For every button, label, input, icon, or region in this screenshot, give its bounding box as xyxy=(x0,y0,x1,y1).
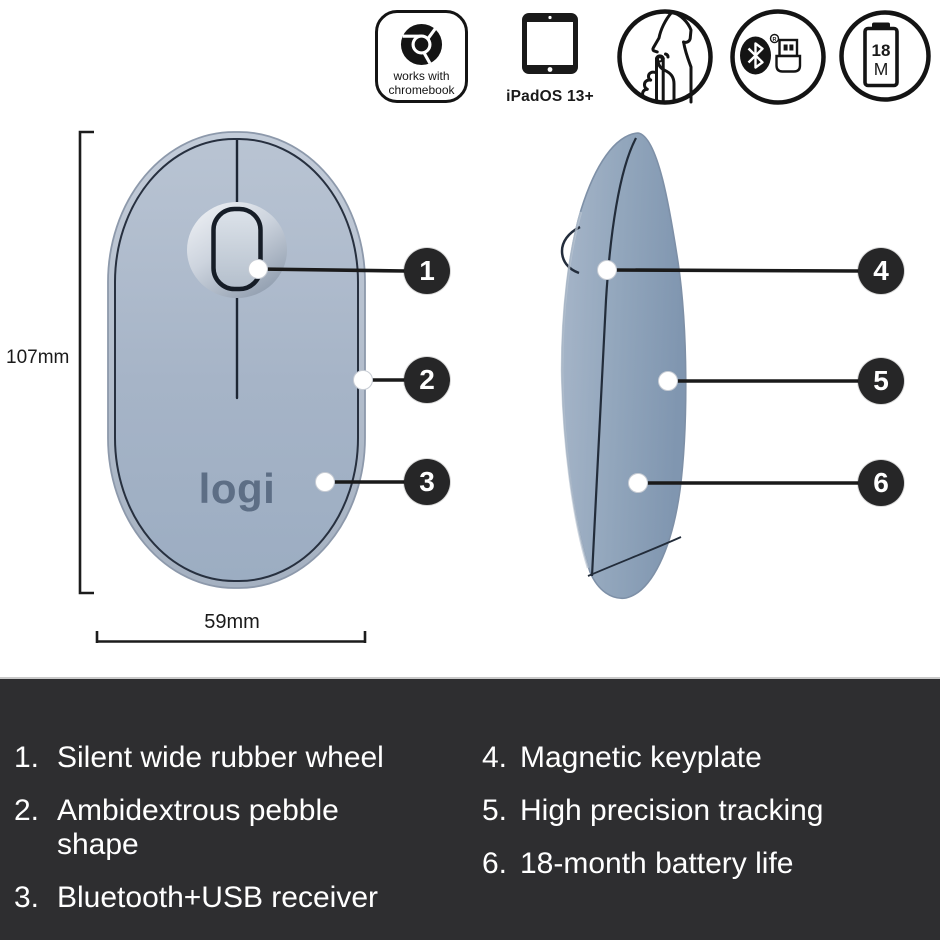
keyplate-seam xyxy=(590,137,637,577)
width-dimension-label: 59mm xyxy=(204,611,260,633)
ipados-badge: iPadOS 13+ xyxy=(504,12,596,106)
mouse-side-view xyxy=(560,132,687,600)
feature-list-right: 4. Magnetic keyplate 5. High precision t… xyxy=(482,741,922,900)
feature-4: 4. Magnetic keyplate xyxy=(482,741,922,775)
feature-6: 6. 18-month battery life xyxy=(482,847,922,881)
mouse-illustration: logi xyxy=(78,130,861,643)
feature-2-number: 2. xyxy=(14,794,40,827)
callout-1-badge: 1 xyxy=(404,248,450,294)
mouse-front-view: logi xyxy=(107,131,366,589)
side-edge-highlight xyxy=(560,211,590,569)
feature-1: 1. Silent wide rubber wheel xyxy=(14,741,454,775)
finger-on-lips-icon xyxy=(641,10,693,104)
feature-list-left: 1. Silent wide rubber wheel 2. Ambidextr… xyxy=(14,741,454,934)
battery-months-label: 18 xyxy=(872,41,891,60)
callout-2-badge: 2 xyxy=(404,357,450,403)
battery-unit-label: M xyxy=(874,59,889,79)
callout-3-badge: 3 xyxy=(404,459,450,505)
callout-dots xyxy=(248,259,678,493)
chrome-logo-icon xyxy=(400,23,443,66)
feature-3: 3. Bluetooth+USB receiver xyxy=(14,881,454,915)
battery-icon xyxy=(863,22,899,88)
feature-5-number: 5. xyxy=(482,794,508,827)
silent-clicking-badge xyxy=(617,9,713,105)
feature-5-text: High precision tracking xyxy=(520,794,824,827)
bluetooth-and-usb-receiver-icon: R xyxy=(740,33,802,75)
bluetooth-usb-badge: R xyxy=(730,9,826,105)
base-seam xyxy=(587,536,682,577)
chromebook-badge-line1: works with xyxy=(393,69,450,83)
battery-badge: 18 M xyxy=(839,10,931,102)
feature-1-number: 1. xyxy=(14,741,40,774)
feature-3-text: Bluetooth+USB receiver xyxy=(57,881,379,914)
feature-6-number: 6. xyxy=(482,847,508,880)
feature-5: 5. High precision tracking xyxy=(482,794,922,828)
feature-2-text: Ambidextrous pebble shape xyxy=(57,794,339,861)
callout-6-badge: 6 xyxy=(858,460,904,506)
tablet-icon xyxy=(522,13,578,74)
width-dimension-line xyxy=(95,631,367,643)
registered-mark: R xyxy=(773,37,777,43)
feature-1-text: Silent wide rubber wheel xyxy=(57,741,384,774)
side-wheel-bump xyxy=(560,225,581,275)
height-dimension-bracket xyxy=(78,130,94,595)
chromebook-badge-text: works with chromebook xyxy=(388,69,455,97)
mouse-side-body xyxy=(561,132,687,600)
height-dimension-label: 107mm xyxy=(6,347,70,368)
feature-list-panel: 1. Silent wide rubber wheel 2. Ambidextr… xyxy=(0,677,940,940)
feature-6-text: 18-month battery life xyxy=(520,847,794,880)
feature-4-number: 4. xyxy=(482,741,508,774)
works-with-chromebook-badge: works with chromebook xyxy=(375,10,468,103)
callout-4-badge: 4 xyxy=(858,248,904,294)
ipados-badge-label: iPadOS 13+ xyxy=(506,88,594,105)
feature-4-text: Magnetic keyplate xyxy=(520,741,762,774)
chromebook-badge-line2: chromebook xyxy=(388,82,455,97)
callout-5-badge: 5 xyxy=(858,358,904,404)
logi-logo: logi xyxy=(199,465,276,512)
feature-2: 2. Ambidextrous pebble shape xyxy=(14,794,454,862)
feature-3-number: 3. xyxy=(14,881,40,914)
